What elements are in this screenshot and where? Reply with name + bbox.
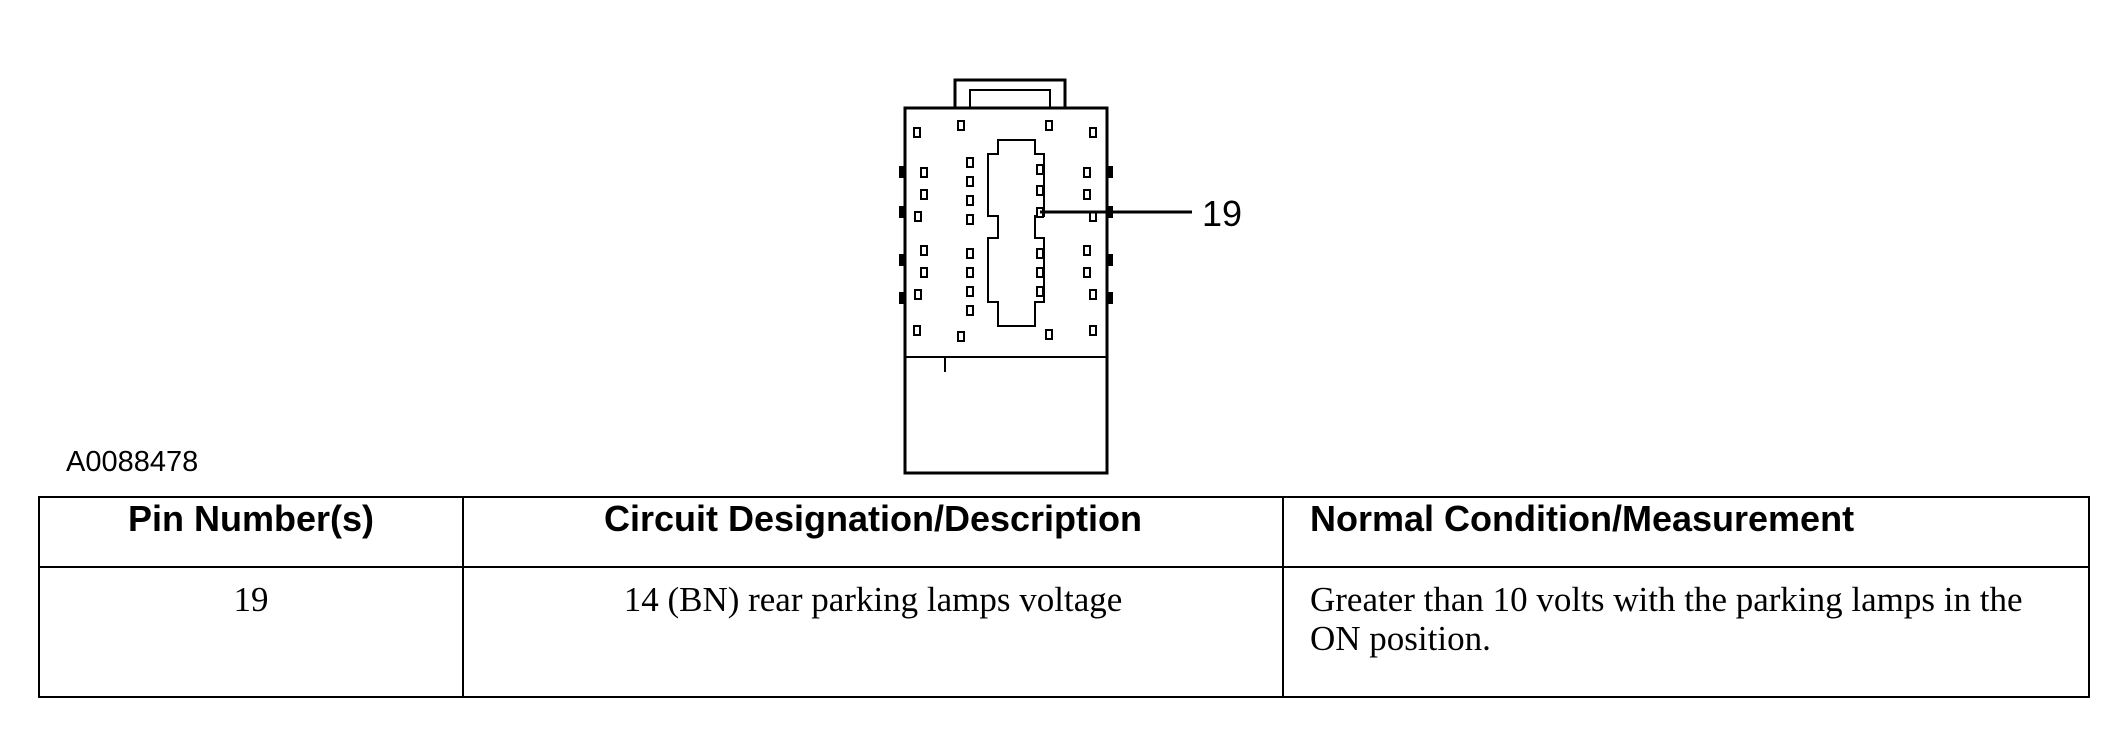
pinout-table: Pin Number(s) Circuit Designation/Descri… xyxy=(38,496,2090,698)
pin-callout-label: 19 xyxy=(1202,193,1243,234)
table-header-row: Pin Number(s) Circuit Designation/Descri… xyxy=(38,496,2090,568)
header-circuit-designation: Circuit Designation/Description xyxy=(462,496,1284,568)
cell-normal-condition: Greater than 10 volts with the parking l… xyxy=(1282,566,2090,698)
connector-diagram xyxy=(899,78,1192,475)
header-normal-condition: Normal Condition/Measurement xyxy=(1282,496,2090,568)
cell-pin-number: 19 xyxy=(38,566,464,698)
header-pin-numbers: Pin Number(s) xyxy=(38,496,464,568)
table-row: 19 14 (BN) rear parking lamps voltage Gr… xyxy=(38,566,2090,698)
figure-id: A0088478 xyxy=(66,446,199,478)
cell-circuit-description: 14 (BN) rear parking lamps voltage xyxy=(462,566,1284,698)
